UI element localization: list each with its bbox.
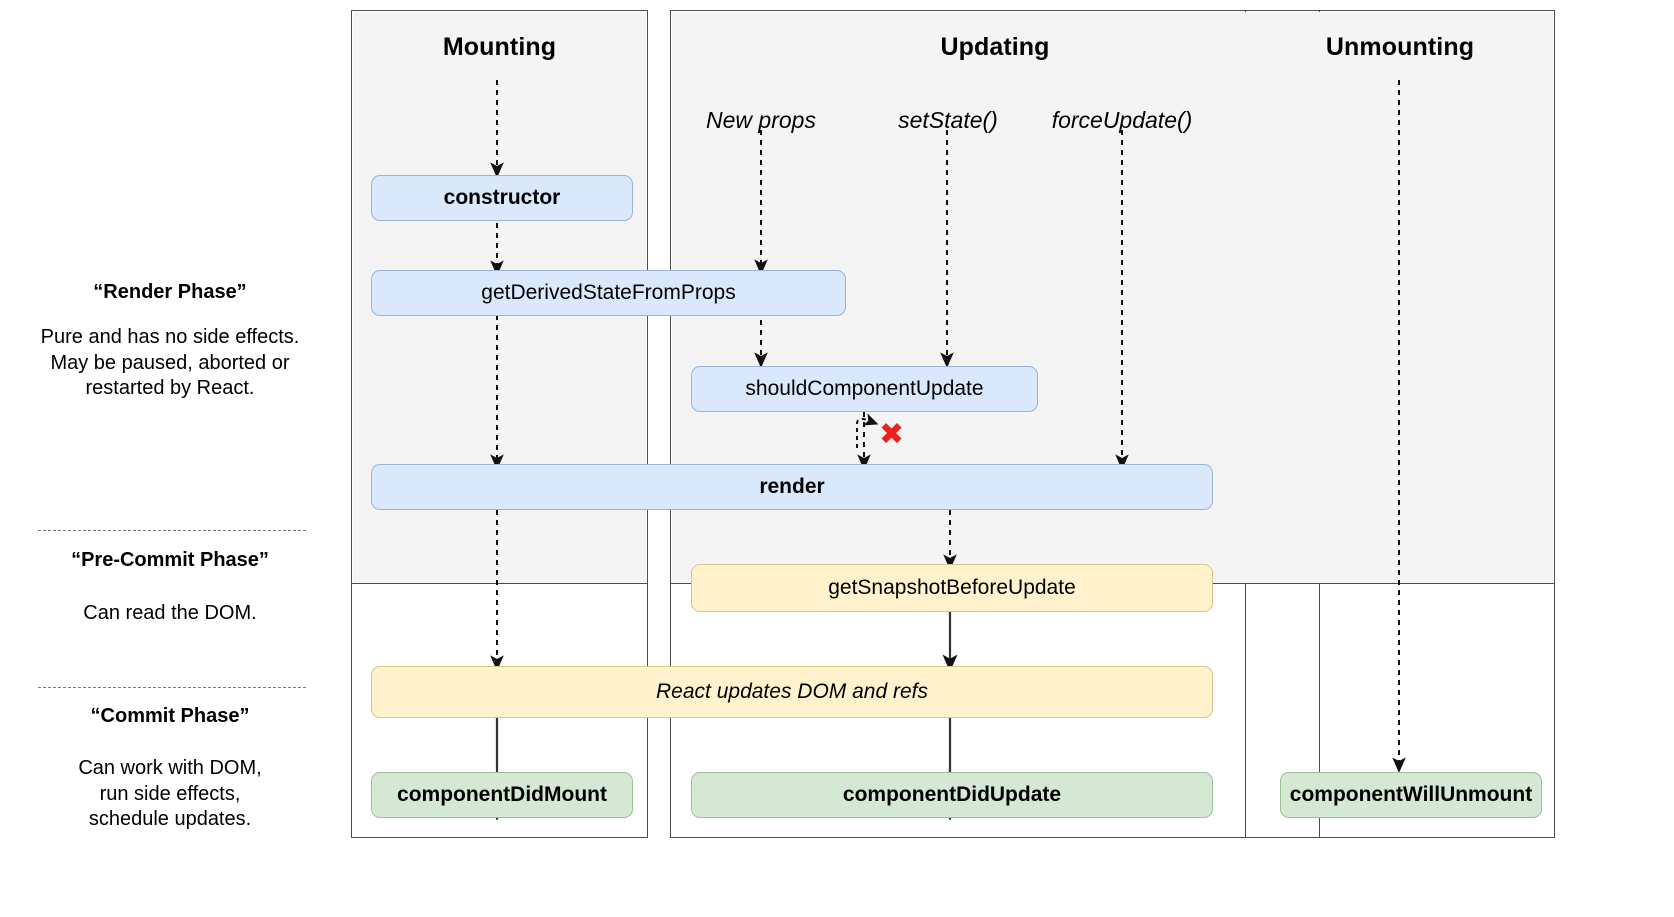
phase-heading-commit: “Commit Phase”	[90, 705, 250, 727]
trigger-new-props: New props	[706, 107, 816, 133]
lifecycle-box-component-did-mount[interactable]: componentDidMount	[371, 772, 633, 818]
should-update-false-x-icon: ✖	[879, 417, 905, 452]
render-phase-bg-unmounting	[1246, 11, 1554, 584]
lifecycle-box-render[interactable]: render	[371, 464, 1213, 510]
legend-divider-top	[38, 530, 306, 531]
lifecycle-box-react-updates-dom-and-refs[interactable]: React updates DOM and refs	[371, 666, 1213, 718]
lifecycle-box-component-did-update[interactable]: componentDidUpdate	[691, 772, 1213, 818]
lifecycle-box-constructor[interactable]: constructor	[371, 175, 633, 221]
column-title-unmounting: Unmounting	[1325, 33, 1475, 61]
column-mounting	[351, 10, 648, 838]
lifecycle-box-get-derived-state-from-props[interactable]: getDerivedStateFromProps	[371, 270, 846, 316]
phase-heading-render: “Render Phase”	[93, 281, 247, 303]
column-title-mounting: Mounting	[442, 33, 557, 61]
lifecycle-box-should-component-update[interactable]: shouldComponentUpdate	[691, 366, 1038, 412]
lifecycle-box-component-will-unmount[interactable]: componentWillUnmount	[1280, 772, 1542, 818]
column-title-updating: Updating	[940, 33, 1050, 61]
phase-heading-pre-commit: “Pre-Commit Phase”	[71, 549, 269, 571]
phase-split-unmounting	[1245, 583, 1555, 585]
phase-description-pre-commit: Can read the DOM.	[83, 602, 257, 624]
legend-divider-bottom	[38, 687, 306, 688]
phase-description-render: Pure and has no side effects. May be pau…	[40, 326, 300, 399]
trigger-set-state: setState()	[898, 107, 998, 133]
trigger-force-update: forceUpdate()	[1051, 107, 1193, 133]
lifecycle-box-get-snapshot-before-update[interactable]: getSnapshotBeforeUpdate	[691, 564, 1213, 612]
phase-description-commit: Can work with DOM, run side effects, sch…	[78, 757, 262, 830]
phase-split-mounting	[351, 583, 648, 585]
